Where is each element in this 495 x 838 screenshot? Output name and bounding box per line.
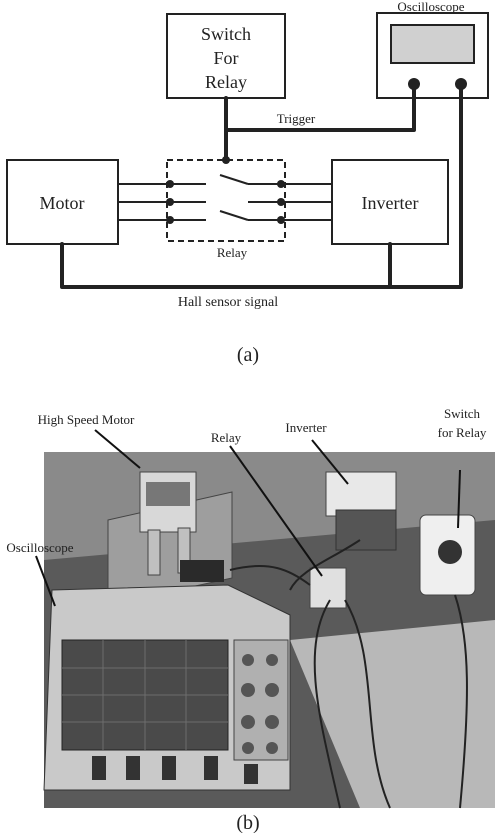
- caption-a: (a): [237, 344, 259, 366]
- inverter-label: Inverter: [362, 193, 419, 213]
- scope-controls: [234, 640, 288, 760]
- motor-coil: [146, 482, 190, 506]
- label-relay: Relay: [211, 430, 242, 445]
- relay-box: [167, 160, 285, 241]
- switch-box-line1: Switch: [201, 24, 251, 44]
- photo-b: High Speed Motor Relay Inverter Switch f…: [6, 406, 495, 833]
- relay-contact-1: [220, 175, 248, 184]
- relay-label: Relay: [217, 245, 248, 260]
- three-phase-wires: [118, 175, 332, 224]
- oscilloscope-screen: [391, 25, 474, 63]
- label-inverter: Inverter: [285, 420, 327, 435]
- label-switch-line2: for Relay: [438, 425, 487, 440]
- schematic-a: Switch For Relay Oscilloscope Trigger Mo…: [7, 0, 488, 366]
- motor-connector: [180, 560, 224, 582]
- switch-box-line3: Relay: [205, 72, 247, 92]
- motor-label: Motor: [40, 193, 85, 213]
- label-oscilloscope: Oscilloscope: [6, 540, 73, 555]
- label-switch-line1: Switch: [444, 406, 481, 421]
- caption-b: (b): [236, 812, 259, 833]
- hall-sensor-label: Hall sensor signal: [178, 295, 278, 310]
- trigger-label: Trigger: [277, 111, 316, 126]
- switch-box-line2: For: [213, 48, 238, 68]
- inverter-board: [336, 510, 396, 550]
- label-high-speed-motor: High Speed Motor: [38, 412, 135, 427]
- inverter-device: [326, 472, 396, 516]
- relay-contact-2: [220, 211, 248, 220]
- switch-knob: [438, 540, 462, 564]
- oscilloscope-label: Oscilloscope: [397, 0, 464, 14]
